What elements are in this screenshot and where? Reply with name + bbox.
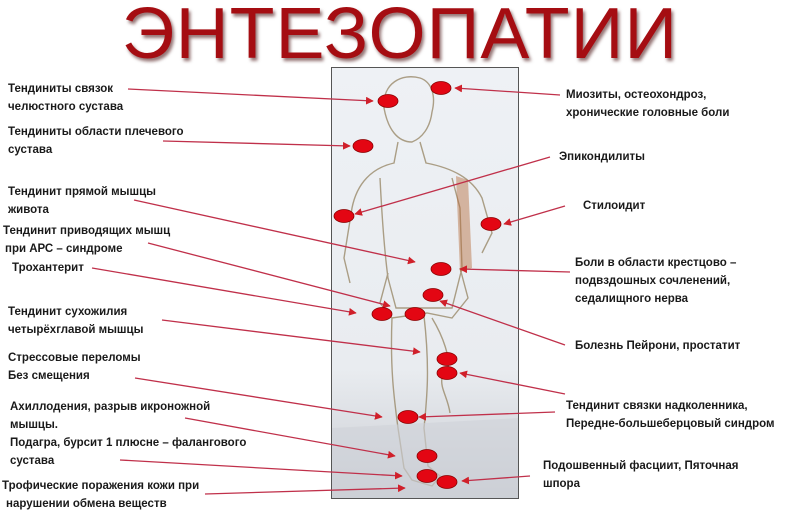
- marker-knee-upper: [436, 352, 458, 366]
- marker-elbow: [333, 209, 355, 223]
- runner-illustration: [331, 67, 519, 499]
- marker-shoulder: [352, 139, 374, 153]
- label-shoulder-tendinitis: Тендиниты области плечевого сустава: [8, 126, 184, 156]
- label-trochanteritis: Трохантерит: [12, 262, 84, 274]
- label-plantar-fasciitis: Подошвенный фасциит, Пяточная шпора: [543, 460, 739, 490]
- marker-head: [430, 81, 452, 95]
- marker-hip-left: [371, 307, 393, 321]
- marker-wrist: [480, 217, 502, 231]
- label-styloiditis: Стилоидит: [583, 200, 646, 212]
- marker-hip-right: [404, 307, 426, 321]
- label-gout-bursitis: Подагра, бурсит 1 плюсне – фалангового с…: [10, 437, 247, 467]
- label-patellar-tendinitis: Тендинит связки надколенника, Передне-бо…: [566, 400, 775, 430]
- marker-jaw: [377, 94, 399, 108]
- marker-sacroiliac: [430, 262, 452, 276]
- label-stress-fractures: Стрессовые переломы Без смещения: [8, 352, 141, 382]
- label-jaw-tendinitis: Тендиниты связок челюстного сустава: [8, 83, 124, 113]
- label-trophic-skin-lesions: Трофические поражения кожи при нарушении…: [2, 480, 200, 510]
- label-myositis-osteochondrosis: Миозиты, остеохондроз, хронические голов…: [566, 89, 730, 119]
- marker-knee-lower: [436, 366, 458, 380]
- marker-toe: [416, 469, 438, 483]
- label-epicondylitis: Эпикондилиты: [559, 151, 645, 163]
- page-title: ЭНТЕЗОПАТИИ: [121, 0, 679, 74]
- vest-stripe: [456, 176, 472, 272]
- marker-shin: [397, 410, 419, 424]
- label-achillodynia: Ахиллодения, разрыв икроножной мышцы.: [10, 401, 211, 431]
- marker-heel: [436, 475, 458, 489]
- marker-groin: [422, 288, 444, 302]
- label-quadriceps-tendon: Тендинит сухожилия четырёхглавой мышцы: [8, 306, 144, 336]
- marker-achilles: [416, 449, 438, 463]
- pain-markers: [333, 81, 502, 489]
- leader-lines: [91, 84, 571, 495]
- label-peyronie-prostatitis: Болезнь Пейрони, простатит: [575, 340, 741, 352]
- label-sacroiliac-pain: Боли в области крестцово – подвздошных с…: [575, 257, 737, 305]
- label-rectus-abdominis: Тендинит прямой мышцы живота: [8, 186, 156, 216]
- label-adductor-tendinitis: Тендинит приводящих мышц при АРС – синдр…: [3, 225, 171, 255]
